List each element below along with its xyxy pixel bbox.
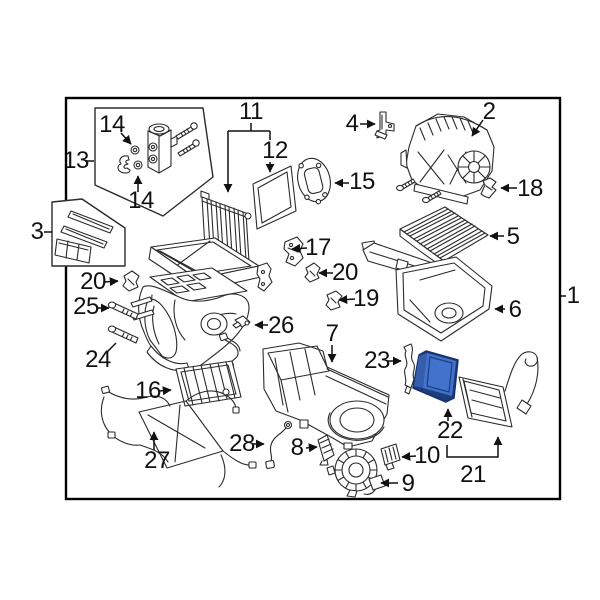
part-25-bolt: [107, 301, 139, 320]
callout-9[interactable]: 9: [401, 470, 415, 497]
callout-8[interactable]: 8: [290, 434, 304, 461]
part-27-harness: [100, 385, 257, 488]
case-screws: [396, 178, 442, 204]
callout-6[interactable]: 6: [508, 296, 522, 323]
part-9-blower-motor: [326, 448, 386, 498]
callout-27[interactable]: 27: [144, 447, 170, 474]
part-12-seal-frame: [252, 165, 297, 230]
callout-11[interactable]: 11: [239, 98, 263, 125]
callout-3[interactable]: 3: [30, 218, 44, 245]
part-2-upper-case: [400, 113, 495, 205]
callout-5[interactable]: 5: [506, 223, 520, 250]
callout-10[interactable]: 10: [414, 442, 440, 469]
callout-16[interactable]: 16: [135, 377, 161, 404]
callout-15[interactable]: 15: [349, 168, 375, 195]
part-23-bracket: [403, 343, 415, 395]
callout-25[interactable]: 25: [73, 293, 99, 320]
callout-7[interactable]: 7: [325, 320, 339, 347]
part-7-lower-case: [262, 342, 390, 450]
part-15-gasket: [297, 157, 331, 205]
callout-19[interactable]: 19: [353, 285, 379, 312]
part-22-cabin-filter-highlighted[interactable]: [412, 350, 459, 403]
callout-14a[interactable]: 14: [99, 111, 125, 138]
callout-28[interactable]: 28: [229, 430, 255, 457]
part-24-bolt: [107, 325, 139, 344]
part-8-vane: [317, 434, 335, 466]
part-20-clip-left: [122, 270, 140, 292]
part-3-seal-kit: [51, 198, 126, 267]
callout-26[interactable]: 26: [268, 312, 294, 339]
part-21-core-assembly: [458, 351, 539, 428]
part-19-clip: [325, 290, 343, 311]
callout-24[interactable]: 24: [85, 346, 111, 373]
callout-4[interactable]: 4: [345, 110, 359, 137]
callout-1[interactable]: 1: [566, 282, 580, 309]
callout-13[interactable]: 13: [63, 147, 89, 174]
callout-17[interactable]: 17: [305, 234, 331, 261]
callout-2[interactable]: 2: [482, 98, 496, 125]
leader-lines: [44, 119, 566, 488]
part-10-resistor: [380, 443, 401, 471]
part-18-clip: [480, 177, 497, 199]
part-28-cable: [265, 420, 293, 469]
diagram-border: [64, 96, 562, 501]
callout-20b[interactable]: 20: [332, 259, 358, 286]
part-4-bracket: [374, 111, 395, 140]
callout-18[interactable]: 18: [517, 175, 543, 202]
center-case-assembly: [130, 237, 273, 372]
callout-20a[interactable]: 20: [80, 268, 106, 295]
part-5-filter-media: [399, 206, 489, 269]
callout-23[interactable]: 23: [364, 347, 390, 374]
callout-21[interactable]: 21: [460, 461, 486, 488]
part-17-bracket: [283, 236, 304, 267]
callout-22[interactable]: 22: [437, 417, 463, 444]
part-6-tray: [361, 240, 493, 342]
callout-14b[interactable]: 14: [128, 187, 154, 214]
part-20-clip-right: [304, 262, 321, 283]
callout-12[interactable]: 12: [262, 137, 288, 164]
